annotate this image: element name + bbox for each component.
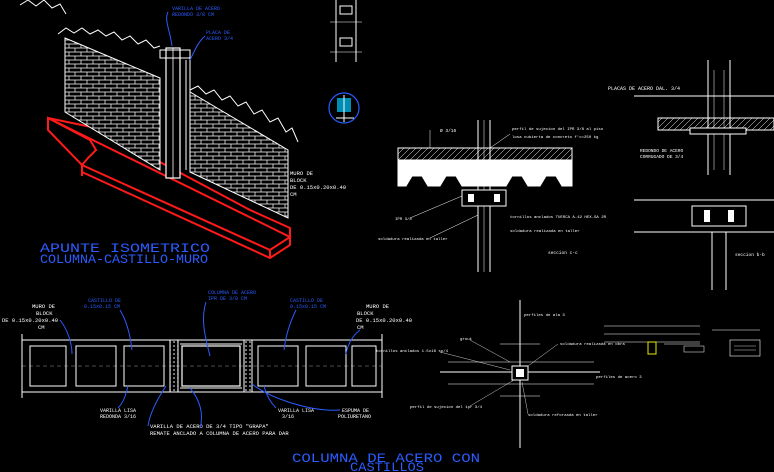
svg-text:DE 0.15x0.20x0.40: DE 0.15x0.20x0.40	[356, 317, 412, 324]
svg-text:0.15x0.15 CM: 0.15x0.15 CM	[84, 304, 120, 310]
plan-subtitle: CASTILLOS	[350, 460, 424, 472]
plan-label-left: MURO DE	[32, 303, 56, 310]
iso-callout-block: MURO DE	[290, 170, 314, 177]
svg-text:Ø 3/16: Ø 3/16	[440, 127, 457, 134]
iso-callout-plate: PLACA DE	[206, 30, 230, 36]
section-c-label: seccion c-c	[548, 250, 578, 256]
svg-text:3/16: 3/16	[282, 414, 294, 420]
svg-text:REDONDA 3/16: REDONDA 3/16	[100, 414, 136, 420]
legend-block	[604, 325, 761, 357]
svg-text:REMATE ANCLADO A COLUMNA DE AC: REMATE ANCLADO A COLUMNA DE ACERO PARA D…	[150, 430, 289, 437]
svg-text:CORRUGADO DE 3/4: CORRUGADO DE 3/4	[640, 154, 684, 160]
plan-title: COLUMNA DE ACERO CON	[292, 451, 480, 466]
svg-text:soldadura realizada en taller: soldadura realizada en taller	[510, 229, 580, 234]
svg-text:CASTILLO DE: CASTILLO DE	[290, 298, 323, 304]
section-b-b: PLACAS DE ACERO DAL. 3/4 REDONDO DE ACER…	[608, 60, 774, 290]
svg-text:CM: CM	[290, 191, 297, 198]
svg-text:perfil de sujecion del IPR 3/8: perfil de sujecion del IPR 3/8 al piso	[512, 127, 604, 132]
svg-text:tornillos anclados TUERCA A-42: tornillos anclados TUERCA A-42 HEX-SA 2R	[510, 215, 607, 220]
plan-label-note: VARILLA DE ACERO DE 3/4 TIPO "GRAPA"	[150, 423, 269, 430]
svg-text:DE 0.15x0.20x0.40: DE 0.15x0.20x0.40	[2, 317, 58, 324]
svg-text:BLOCK: BLOCK	[357, 310, 374, 317]
isometric-view: VARILLA DE ACERO REDONDO 3/8 CM PLACA DE…	[19, 0, 346, 267]
plan-view: MURO DE BLOCK DE 0.15x0.20x0.40 CM MURO …	[2, 290, 480, 472]
svg-text:IPR DE 3/8 CM: IPR DE 3/8 CM	[208, 296, 247, 302]
plan-label-right: MURO DE	[366, 303, 390, 310]
floor-slab	[397, 147, 573, 161]
iso-title: APUNTE ISOMETRICO	[40, 241, 210, 256]
iso-callout-rebar: VARILLA DE ACERO	[172, 6, 220, 12]
svg-text:tornillos anclados 1.5x16 sp/4: tornillos anclados 1.5x16 sp/4	[376, 349, 449, 354]
svg-text:soldadura reforzada en taller: soldadura reforzada en taller	[528, 413, 598, 418]
svg-text:ACERO 3/4: ACERO 3/4	[206, 36, 233, 42]
svg-text:POLIURETANO: POLIURETANO	[338, 414, 371, 420]
svg-text:IPR 3/8: IPR 3/8	[395, 217, 412, 222]
svg-text:CASTILLO DE: CASTILLO DE	[88, 298, 121, 304]
svg-text:BLOCK: BLOCK	[36, 310, 53, 317]
left-brick-wall	[64, 37, 161, 171]
svg-text:0.15x0.15 CM: 0.15x0.15 CM	[290, 304, 326, 310]
iso-subtitle: COLUMNA-CASTILLO-MURO	[40, 252, 208, 267]
section-c-c: Ø 3/16 perfil de sujecion del IPR 3/8 al…	[378, 120, 607, 272]
svg-text:VARILLA LISA: VARILLA LISA	[278, 408, 314, 414]
svg-text:REDONDO 3/8 CM: REDONDO 3/8 CM	[172, 12, 214, 18]
svg-text:perfiles de ala 3: perfiles de ala 3	[524, 313, 565, 318]
detail-marker-circle	[328, 92, 360, 124]
steel-deck	[397, 159, 573, 187]
plan-label-foam: ESPUMA DE	[342, 408, 369, 414]
svg-text:soldadura realizada en obra: soldadura realizada en obra	[560, 342, 625, 347]
svg-text:losa cubierta de concreto f'c=: losa cubierta de concreto f'c=250 kg	[512, 135, 599, 140]
svg-text:BLOCK: BLOCK	[290, 177, 307, 184]
svg-text:CM: CM	[38, 324, 45, 331]
plan-label-column: COLUMNA DE ACERO	[208, 290, 256, 296]
small-detail-icons	[328, 0, 362, 124]
svg-text:VARILLA LISA: VARILLA LISA	[100, 408, 136, 414]
svg-text:perfil de sujecion del ipr 3/4: perfil de sujecion del ipr 3/4	[410, 405, 483, 410]
svg-text:perfiles de acero 3: perfiles de acero 3	[596, 375, 642, 380]
detail-plan: perfiles de ala 3 grout soldadura realiz…	[376, 300, 642, 448]
section-b-title: PLACAS DE ACERO DAL. 3/4	[608, 86, 680, 92]
right-brick-wall	[189, 91, 289, 219]
svg-text:grout: grout	[460, 337, 472, 342]
svg-text:DE 0.15x0.20x0.40: DE 0.15x0.20x0.40	[290, 184, 346, 191]
svg-text:REDONDO DE ACERO: REDONDO DE ACERO	[640, 148, 684, 154]
section-b-label: seccion b-b	[735, 252, 765, 258]
svg-text:soldadura realizada en taller: soldadura realizada en taller	[378, 237, 448, 242]
svg-text:CM: CM	[357, 324, 364, 331]
